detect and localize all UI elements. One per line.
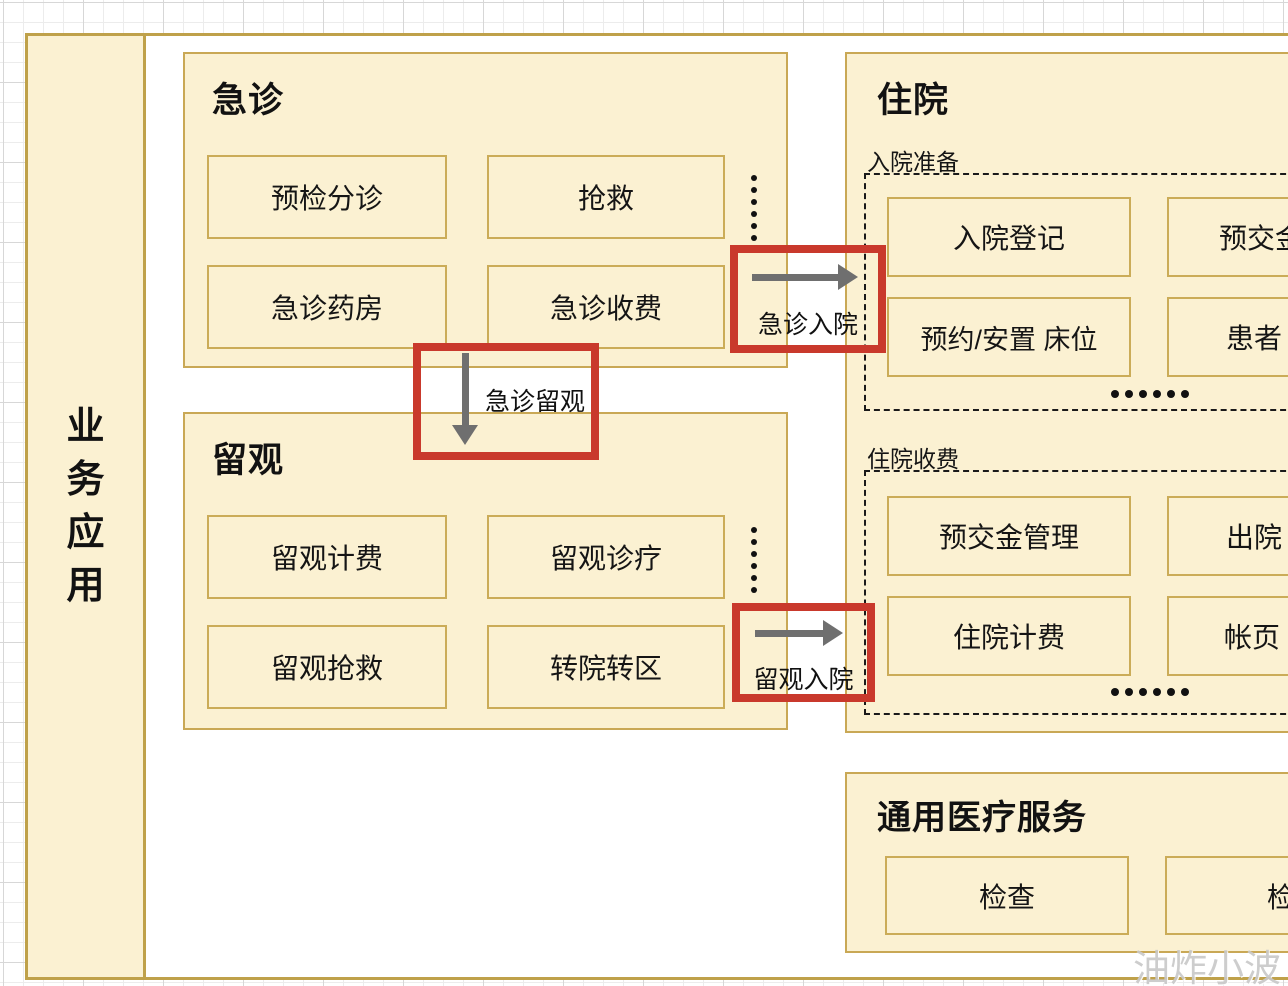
flow-emergency-admission: 急诊入院 xyxy=(730,245,886,353)
sidebar-label-char: 应 xyxy=(66,511,105,554)
arrow-right-head-icon xyxy=(823,620,843,646)
group-inpatient-title: 住院 xyxy=(877,81,950,120)
section-admission-prep-label: 入院准备 xyxy=(867,149,959,175)
node-bed-booking: 预约/安置 床位 xyxy=(887,297,1131,377)
node-emergency-pharmacy: 急诊药房 xyxy=(207,265,447,349)
flow-observation-admission-label: 留观入院 xyxy=(753,666,854,694)
node-pretriage: 预检分诊 xyxy=(207,155,447,239)
section-inpatient-billing-zone: 预交金管理 出院 住院计费 帐页 xyxy=(864,470,1288,715)
group-general-services: 通用医疗服务 检查 检 xyxy=(845,772,1288,953)
ellipsis-vertical-icon xyxy=(751,527,757,593)
node-inpatient-billing: 住院计费 xyxy=(887,596,1131,676)
group-observation: 留观 留观计费 留观诊疗 留观抢救 转院转区 xyxy=(183,412,788,730)
flow-emergency-observation: 急诊留观 xyxy=(413,343,599,460)
sidebar-label-char: 业 xyxy=(66,405,105,448)
node-discharge-cut: 出院 xyxy=(1167,496,1288,576)
node-observation-billing: 留观计费 xyxy=(207,515,447,599)
group-inpatient: 住院 入院准备 入院登记 预交金 预约/安置 床位 患者 住院收费 预交金管理 … xyxy=(845,52,1288,733)
group-emergency-title: 急诊 xyxy=(212,81,285,120)
flow-emergency-admission-label: 急诊入院 xyxy=(757,311,858,339)
node-emergency-billing: 急诊收费 xyxy=(487,265,725,349)
sidebar-label-char: 用 xyxy=(66,564,105,607)
flow-observation-admission: 留观入院 xyxy=(732,603,875,702)
sidebar-label-char: 务 xyxy=(66,458,105,501)
flow-emergency-observation-label: 急诊留观 xyxy=(485,388,586,416)
arrow-right-head-icon xyxy=(838,264,858,290)
node-observation-treatment: 留观诊疗 xyxy=(487,515,725,599)
section-admission-prep-zone: 入院登记 预交金 预约/安置 床位 患者 xyxy=(864,173,1288,411)
ellipsis-vertical-icon xyxy=(751,175,757,241)
node-rescue: 抢救 xyxy=(487,155,725,239)
node-admission-register: 入院登记 xyxy=(887,197,1131,277)
arrow-right-icon xyxy=(752,274,840,281)
watermark: 油炸小波 xyxy=(1133,948,1281,986)
group-general-services-title: 通用医疗服务 xyxy=(877,799,1087,837)
ellipsis-horizontal-icon xyxy=(1111,688,1189,696)
node-observation-rescue: 留观抢救 xyxy=(207,625,447,709)
node-deposit-cut: 预交金 xyxy=(1167,197,1288,277)
ellipsis-horizontal-icon xyxy=(1111,390,1189,398)
arrow-down-icon xyxy=(462,353,469,427)
node-exam: 检查 xyxy=(885,856,1129,935)
business-application-sidebar: 业 务 应 用 xyxy=(25,33,146,980)
node-lab-cut: 检 xyxy=(1165,856,1288,935)
group-observation-title: 留观 xyxy=(212,441,285,480)
arrow-down-head-icon xyxy=(452,425,478,445)
section-inpatient-billing-label: 住院收费 xyxy=(867,446,959,472)
arrow-right-icon xyxy=(755,630,825,637)
node-patient-cut: 患者 xyxy=(1167,297,1288,377)
node-deposit-management: 预交金管理 xyxy=(887,496,1131,576)
node-transfer: 转院转区 xyxy=(487,625,725,709)
group-emergency: 急诊 预检分诊 抢救 急诊药房 急诊收费 xyxy=(183,52,788,368)
node-account-page-cut: 帐页 xyxy=(1167,596,1288,676)
